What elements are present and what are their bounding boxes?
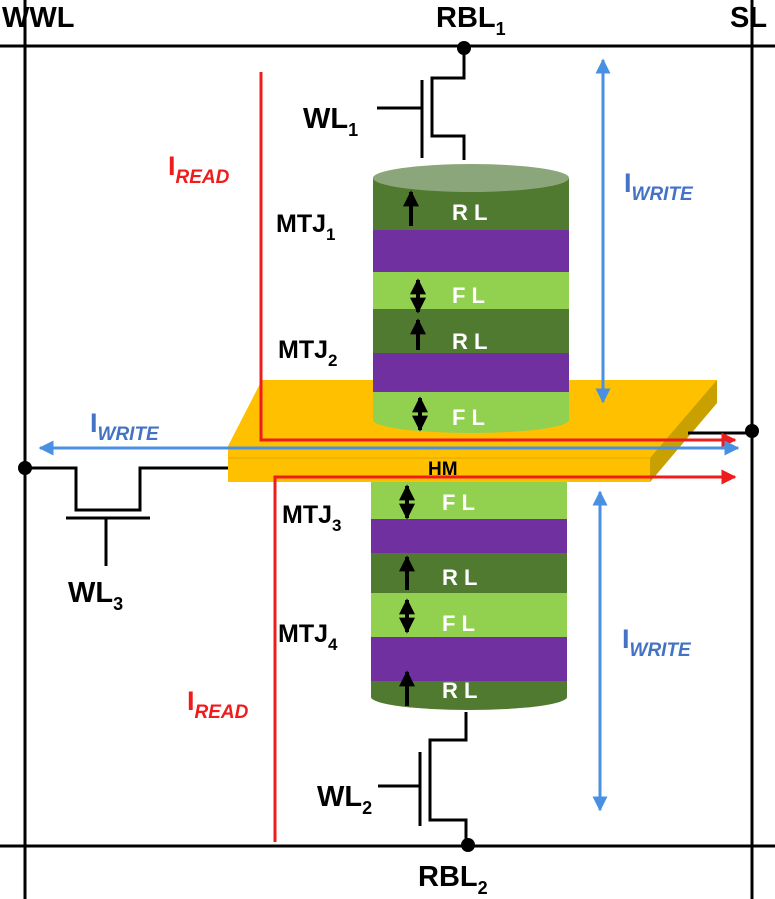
mtj2-rl-label: R L [452,329,487,354]
read-current-path-bottom [273,469,737,842]
sl-label: SL [730,2,767,34]
sl-node [745,424,759,438]
transistor-wl2-channel [428,712,468,844]
rbl2-node [461,838,475,852]
wwl-label: WWL [2,2,74,34]
mtj2-barrier [373,353,569,392]
read-current-paths [259,72,737,842]
wl3-label: WL3 [68,577,123,614]
mtj2-label: MTJ2 [278,336,337,370]
i-write-left-label: IWRITE [90,408,160,445]
layer-labels: R L F L R L F L F L R L F L R L [442,200,487,703]
mtj1-barrier [373,230,569,272]
current-labels: IREAD IREAD IWRITE IWRITE IWRITE [90,151,694,723]
rbl1-label: RBL1 [436,2,506,39]
i-write-right-bottom-label: IWRITE [622,624,692,661]
wl1-label: WL1 [303,103,358,140]
i-write-right-top-label: IWRITE [624,168,694,205]
transistor-wl1-channel [430,48,466,160]
transistor-wl3 [25,466,228,566]
mtj-top-cap [373,164,569,192]
hm-label: HM [428,459,458,480]
rbl2-label: RBL2 [418,861,488,898]
mtj2-fl-label: F L [452,405,485,430]
heavy-metal-side-face [650,380,717,482]
transistor-wl3-channel [25,466,228,512]
i-read-bottom-label: IREAD [187,686,249,723]
transistor-wl2 [378,712,468,844]
mtj3-barrier [371,519,567,553]
mtj4-fl-label: F L [442,611,475,636]
mtj1-fl-label: F L [452,283,485,308]
mtj3-fl-label: F L [442,490,475,515]
i-read-top-label: IREAD [168,151,230,188]
wwl-node [18,461,32,475]
read-current-path-top [259,72,737,448]
mtj4-label: MTJ4 [278,620,338,654]
mtj-stack-bottom [371,478,567,710]
wl2-label: WL2 [317,781,372,818]
mtj3-label: MTJ3 [282,501,341,535]
write-current-arrows [38,58,740,812]
mtj4-rl-label: R L [442,678,477,703]
mtj2-reference-layer [373,309,569,353]
transistor-wl1 [377,48,466,160]
rbl1-node [457,41,471,55]
mtj3-rl-label: R L [442,565,477,590]
mtj4-barrier [371,637,567,681]
mtj4-reference-layer [371,681,567,710]
mtj1-free-layer [373,272,569,309]
mtj1-label: MTJ1 [276,210,335,244]
mtj-stack-top [373,164,569,433]
mtj1-rl-label: R L [452,200,487,225]
magnetization-arrows [399,190,428,706]
